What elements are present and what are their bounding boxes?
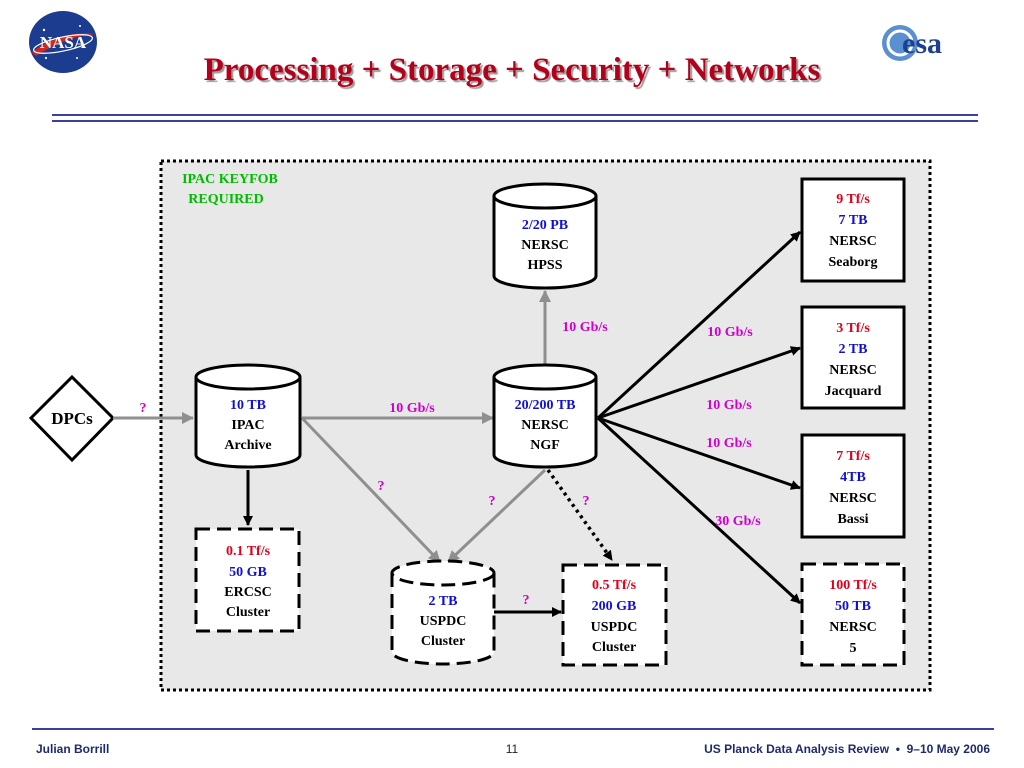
nasa-logo: NASA: [29, 11, 97, 73]
link-ngf-jacquard-label: 10 Gb/s: [706, 398, 752, 413]
network-diagram: IPAC KEYFOB REQUIRED DPCs ? 10 Gb/s 10 G…: [28, 159, 932, 692]
ercsc-speed: 0.1 Tf/s: [226, 544, 271, 559]
link-ipac-ngf-label: 10 Gb/s: [389, 401, 435, 416]
jacquard-line2: Jacquard: [825, 384, 882, 399]
seaborg-line1: NERSC: [829, 234, 876, 249]
esa-logo: esa: [882, 25, 942, 61]
link-dpc-ipac-label: ?: [140, 401, 147, 416]
link-ngf-hpss-label: 10 Gb/s: [562, 320, 608, 335]
bassi-node: 7 Tf/s 4TB NERSC Bassi: [800, 433, 906, 539]
nasa-logo-text: NASA: [40, 33, 87, 52]
bassi-line2: Bassi: [837, 512, 868, 527]
seaborg-line2: Seaborg: [829, 255, 878, 270]
nersc5-line1: NERSC: [829, 620, 876, 635]
hpss-node: 2/20 PB NERSC HPSS: [492, 182, 598, 290]
link-ngf-nersc5-label: 30 Gb/s: [715, 514, 761, 529]
uspdc-speed: 0.5 Tf/s: [592, 578, 637, 593]
ngf-line1: NERSC: [521, 418, 568, 433]
nersc5-node: 100 Tf/s 50 TB NERSC 5: [800, 562, 906, 667]
hpss-line1: NERSC: [521, 238, 568, 253]
link-ngf-uspdc-store: [446, 468, 547, 564]
title-rule-bottom: [52, 120, 978, 122]
link-ngf-uspdc-store-label: ?: [489, 494, 496, 509]
jacquard-speed: 3 Tf/s: [836, 321, 870, 336]
uspdc-line1: USPDC: [591, 620, 638, 635]
seaborg-capacity: 7 TB: [839, 213, 868, 228]
uspdc-store-line1: USPDC: [420, 614, 467, 629]
footer-rule: [32, 728, 994, 730]
ercsc-node: 0.1 Tf/s 50 GB ERCSC Cluster: [194, 527, 301, 633]
link-ipac-uspdc-label: ?: [378, 479, 385, 494]
ipac-capacity: 10 TB: [230, 398, 266, 413]
nersc5-line2: 5: [850, 641, 857, 656]
link-ngf-bassi-label: 10 Gb/s: [706, 436, 752, 451]
keyfob-line2: REQUIRED: [188, 192, 263, 207]
uspdc-node: 0.5 Tf/s 200 GB USPDC Cluster: [561, 563, 668, 667]
ngf-capacity: 20/200 TB: [515, 398, 576, 413]
hpss-capacity: 2/20 PB: [522, 218, 568, 233]
footer-event: US Planck Data Analysis Review • 9–10 Ma…: [704, 742, 990, 756]
title-rule-top: [52, 114, 978, 116]
ercsc-line2: Cluster: [226, 605, 270, 620]
link-store-uspdc-label: ?: [523, 593, 530, 608]
link-ngf-bassi: [597, 416, 801, 490]
dpcs-node: [28, 374, 116, 463]
uspdc-store-capacity: 2 TB: [429, 594, 458, 609]
link-ipac-uspdc-store: [300, 416, 442, 564]
jacquard-node: 3 Tf/s 2 TB NERSC Jacquard: [800, 305, 906, 410]
link-ngf-uspdc-label: ?: [583, 494, 590, 509]
jacquard-capacity: 2 TB: [839, 342, 868, 357]
dpcs-label: DPCs: [51, 409, 93, 428]
jacquard-line1: NERSC: [829, 363, 876, 378]
nersc5-speed: 100 Tf/s: [829, 578, 877, 593]
footer-author: Julian Borrill: [36, 742, 110, 756]
bassi-speed: 7 Tf/s: [836, 449, 870, 464]
link-ngf-uspdc: [546, 468, 614, 562]
keyfob-line1: IPAC KEYFOB: [182, 172, 278, 187]
ngf-node: 20/200 TB NERSC NGF: [492, 363, 598, 469]
footer-page-number: 11: [505, 742, 519, 756]
ngf-line2: NGF: [530, 438, 560, 453]
ercsc-capacity: 50 GB: [229, 565, 267, 580]
ipac-line2: Archive: [224, 438, 271, 453]
uspdc-store-node: 2 TB USPDC Cluster: [390, 559, 496, 666]
nersc5-capacity: 50 TB: [835, 599, 871, 614]
seaborg-speed: 9 Tf/s: [836, 192, 870, 207]
link-ngf-nersc5: [596, 416, 802, 605]
uspdc-store-line2: Cluster: [421, 634, 465, 649]
link-ngf-seaborg-label: 10 Gb/s: [707, 325, 753, 340]
seaborg-node: 9 Tf/s 7 TB NERSC Seaborg: [800, 177, 906, 283]
uspdc-capacity: 200 GB: [592, 599, 637, 614]
page-title: Processing + Storage + Security + Networ…: [203, 52, 821, 88]
link-ngf-jacquard: [597, 346, 801, 420]
link-ngf-seaborg: [596, 230, 802, 420]
bassi-line1: NERSC: [829, 491, 876, 506]
ipac-line1: IPAC: [231, 418, 264, 433]
ipac-node: 10 TB IPAC Archive: [194, 363, 302, 469]
esa-logo-text: esa: [902, 27, 942, 60]
bassi-capacity: 4TB: [840, 470, 866, 485]
hpss-line2: HPSS: [527, 258, 562, 273]
uspdc-line2: Cluster: [592, 640, 636, 655]
ercsc-line1: ERCSC: [224, 585, 271, 600]
